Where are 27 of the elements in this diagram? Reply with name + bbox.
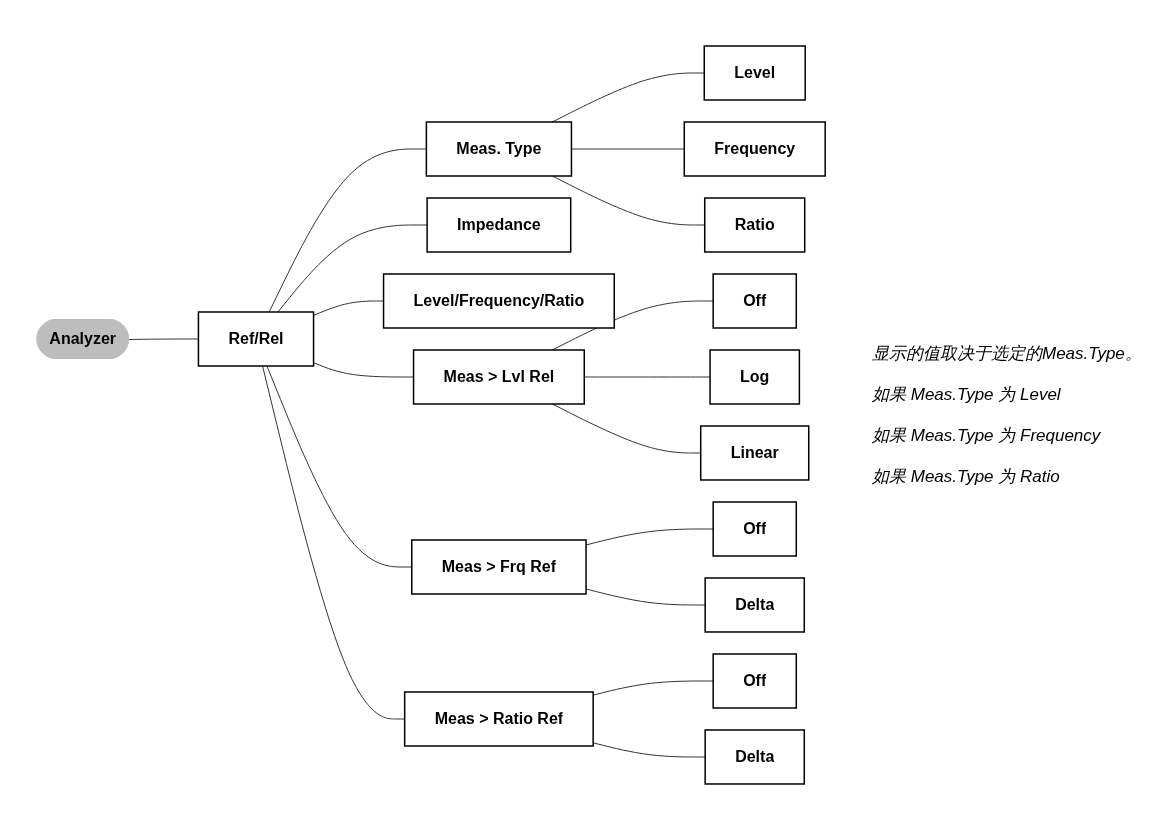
node-box: Off <box>712 652 797 709</box>
node-box: Ratio <box>703 196 806 253</box>
node-box: Off <box>712 272 797 329</box>
connector <box>268 148 427 312</box>
note-text: 如果 Meas.Type 为 Frequency <box>872 424 1102 447</box>
node-box: Level/Frequency/Ratio <box>382 272 615 329</box>
node-box: Ref/Rel <box>197 310 315 367</box>
note-text: 显示的值取决于选定的Meas.Type。 <box>872 342 1143 365</box>
node-box: Linear <box>699 424 810 481</box>
note-text: 如果 Meas.Type 为 Level <box>872 383 1062 406</box>
node-box: Delta <box>704 728 805 785</box>
node-box: Meas > Frq Ref <box>410 538 587 595</box>
node-box: Delta <box>704 576 805 633</box>
node-box: Log <box>709 348 801 405</box>
node-box: Frequency <box>683 120 826 177</box>
node-box: Off <box>712 500 797 557</box>
connector <box>585 528 714 545</box>
connector <box>592 741 706 757</box>
node-box: Meas > Lvl Rel <box>412 348 585 405</box>
node-box: Level <box>703 44 806 101</box>
note-text: 如果 Meas.Type 为 Ratio <box>872 465 1061 488</box>
node-box: Meas > Ratio Ref <box>403 690 594 747</box>
connector <box>128 338 199 340</box>
connector <box>277 224 428 312</box>
node-box: Meas. Type <box>425 120 573 177</box>
connector <box>585 588 706 605</box>
node-box: Impedance <box>426 196 572 253</box>
